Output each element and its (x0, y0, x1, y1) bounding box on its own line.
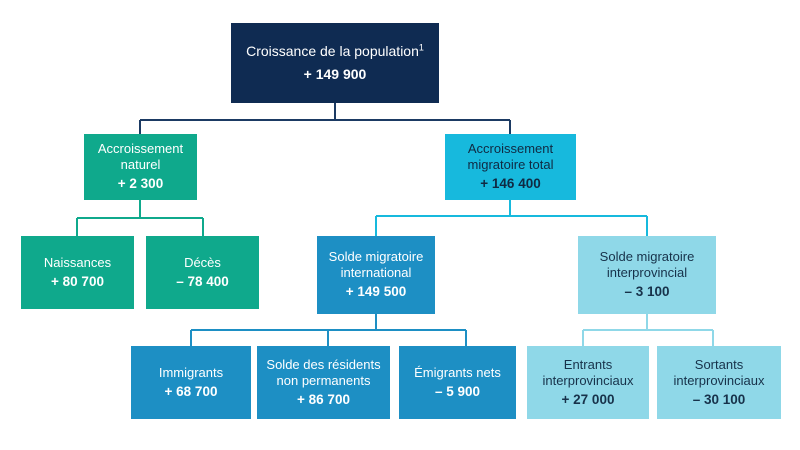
node-deaths-label: Décès (184, 254, 221, 270)
node-net-emigrants-value: – 5 900 (434, 383, 481, 399)
node-international-migratory-balance-label: Solde migratoire international (328, 249, 424, 281)
node-total-migratory-increase[interactable]: Accroissement migratoire total + 146 400 (445, 134, 576, 200)
node-population-growth-value: + 149 900 (303, 65, 367, 82)
node-interprovincial-out-value: – 30 100 (692, 391, 746, 407)
node-net-emigrants[interactable]: Émigrants nets – 5 900 (399, 346, 516, 419)
node-interprovincial-migratory-balance-value: – 3 100 (624, 284, 670, 300)
footnote-marker: 1 (418, 42, 424, 53)
node-interprovincial-out-label: Sortants interprovinciaux (673, 356, 765, 388)
node-births-label: Naissances (43, 254, 112, 270)
node-net-emigrants-label: Émigrants nets (414, 364, 501, 380)
node-interprovincial-out[interactable]: Sortants interprovinciaux – 30 100 (657, 346, 781, 419)
node-deaths[interactable]: Décès – 78 400 (146, 236, 259, 309)
node-births[interactable]: Naissances + 80 700 (21, 236, 134, 309)
node-total-migratory-increase-label: Accroissement migratoire total (467, 141, 554, 173)
node-population-growth-label: Croissance de la population1 (246, 42, 424, 60)
node-interprovincial-in-value: + 27 000 (561, 391, 615, 407)
node-total-migratory-increase-value: + 146 400 (480, 176, 541, 192)
node-natural-increase-value: + 2 300 (117, 176, 164, 192)
node-international-migratory-balance[interactable]: Solde migratoire international + 149 500 (317, 236, 435, 314)
node-population-growth[interactable]: Croissance de la population1 + 149 900 (231, 23, 439, 103)
node-non-permanent-residents-label: Solde des résidents non permanents (266, 356, 381, 388)
node-immigrants-label: Immigrants (158, 364, 224, 380)
node-non-permanent-residents[interactable]: Solde des résidents non permanents + 86 … (257, 346, 390, 419)
node-international-migratory-balance-value: + 149 500 (345, 284, 407, 300)
node-natural-increase-label: Accroissement naturel (97, 141, 184, 173)
node-interprovincial-in-label: Entrants interprovinciaux (542, 356, 634, 388)
node-deaths-value: – 78 400 (176, 273, 229, 289)
node-immigrants[interactable]: Immigrants + 68 700 (131, 346, 251, 419)
node-interprovincial-in[interactable]: Entrants interprovinciaux + 27 000 (527, 346, 649, 419)
node-births-value: + 80 700 (51, 273, 104, 289)
node-non-permanent-residents-value: + 86 700 (297, 391, 350, 407)
node-interprovincial-migratory-balance[interactable]: Solde migratoire interprovincial – 3 100 (578, 236, 716, 314)
node-interprovincial-migratory-balance-label: Solde migratoire interprovincial (599, 249, 695, 281)
node-natural-increase[interactable]: Accroissement naturel + 2 300 (84, 134, 197, 200)
node-immigrants-value: + 68 700 (164, 383, 218, 399)
